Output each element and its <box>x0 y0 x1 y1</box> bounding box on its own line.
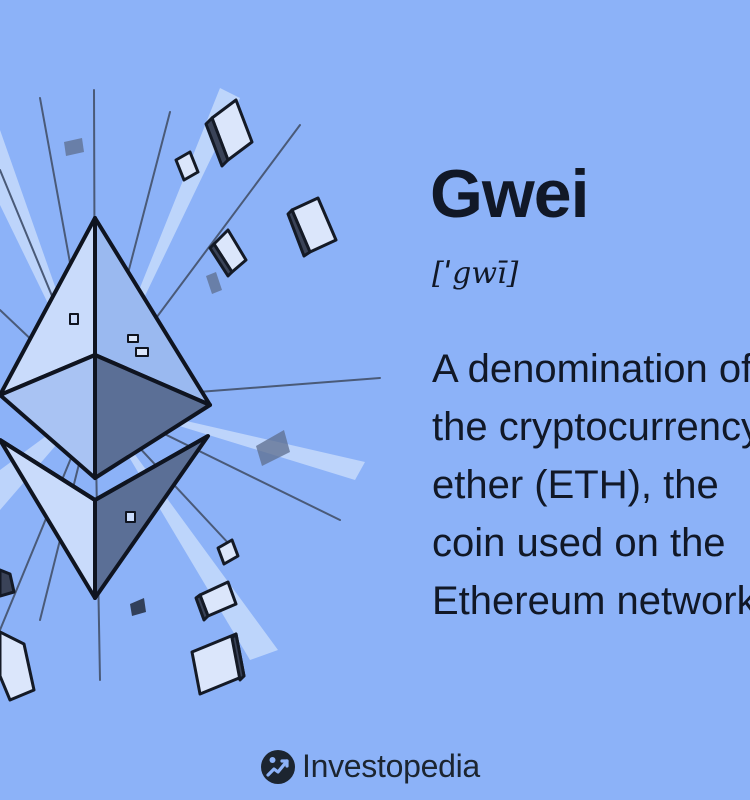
definition-line: Ethereum network <box>432 579 750 623</box>
fragment-9 <box>0 568 16 598</box>
definition-line: ether (ETH), the <box>432 463 719 507</box>
fragment-6 <box>194 580 238 622</box>
investopedia-logo-icon <box>261 749 295 784</box>
fragment-4 <box>208 228 248 278</box>
cube-fragments <box>0 98 338 702</box>
brand-logo: Investopedia <box>260 748 480 785</box>
definition-line: coin used on the <box>432 521 726 565</box>
fragment-3 <box>174 150 200 182</box>
definition-line: the cryptocurrency <box>432 405 750 449</box>
term-title: Gwei <box>430 156 589 232</box>
fragment-2 <box>286 196 338 258</box>
fragment-1 <box>204 98 254 168</box>
blurred-fragments <box>64 138 290 616</box>
fragment-5 <box>216 538 240 566</box>
term-pronunciation: [ˈgwī] <box>432 256 519 291</box>
ethereum-diamond <box>0 216 212 600</box>
term-definition: A denomination of the cryptocurrency eth… <box>432 340 750 630</box>
fragment-7 <box>190 632 246 696</box>
definition-line: A denomination of <box>432 347 750 391</box>
fragment-8 <box>0 630 36 702</box>
brand-name: Investopedia <box>302 748 480 784</box>
